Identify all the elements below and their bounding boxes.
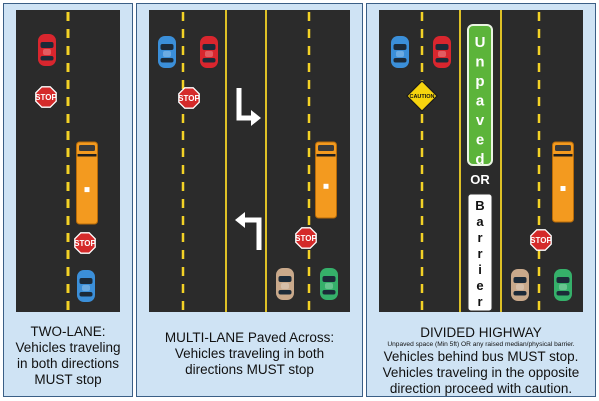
panel-multi-lane: STOP STOP MULTI-LANE Paved Across: Vehicl… xyxy=(136,3,363,397)
panel-two-lane: STOP STOP TWO-LANE: Vehicles traveling in… xyxy=(3,3,133,397)
caption-line: in both directions xyxy=(16,356,120,371)
barrier-letter: B xyxy=(475,198,484,213)
turn-arrow-down-right-icon xyxy=(236,88,261,126)
median-letter: a xyxy=(476,93,485,110)
caption-line: Vehicles traveling xyxy=(15,340,121,355)
median-letter: n xyxy=(475,54,484,71)
car-icon xyxy=(391,36,409,68)
barrier-letter: r xyxy=(477,294,482,309)
physical-barrier xyxy=(467,193,493,312)
school-bus-icon xyxy=(552,141,574,223)
car-icon xyxy=(77,270,95,302)
stop-sign-text: STOP xyxy=(530,236,552,245)
turn-arrow-up-left-icon xyxy=(235,212,262,250)
car-icon xyxy=(433,36,451,68)
car-icon xyxy=(200,36,218,68)
barrier-letter: r xyxy=(477,230,482,245)
unpaved-median xyxy=(467,24,493,166)
caution-sign-icon: CAUTION xyxy=(406,80,438,112)
caption-note: Unpaved space (Min 5ft) OR any raised me… xyxy=(387,341,575,348)
stop-sign-text: STOP xyxy=(35,93,57,102)
school-bus-icon xyxy=(315,141,337,219)
car-icon xyxy=(320,268,338,300)
stop-sign-icon: STOP xyxy=(178,87,200,109)
or-label: OR xyxy=(470,172,490,187)
barrier-letter: e xyxy=(476,278,483,293)
car-icon xyxy=(511,269,529,301)
road-surface xyxy=(16,10,120,312)
stop-sign-text: STOP xyxy=(295,234,317,243)
stop-sign-text: STOP xyxy=(178,94,200,103)
car-icon xyxy=(554,269,572,301)
median-letter: v xyxy=(476,112,485,129)
caption-line: TWO-LANE: xyxy=(30,324,106,339)
median-letter: d xyxy=(475,151,484,168)
caption-line: MUST stop xyxy=(34,372,102,387)
stop-sign-text: STOP xyxy=(74,239,96,248)
median-letter: e xyxy=(476,132,484,149)
stop-sign-icon: STOP xyxy=(530,229,552,251)
barrier-letter: i xyxy=(478,262,482,277)
divided-highway-caption: DIVIDED HIGHWAY Unpaved space (Min 5ft) … xyxy=(367,325,595,397)
car-icon xyxy=(158,36,176,68)
barrier-letter: a xyxy=(476,214,484,229)
caption-line: MULTI-LANE Paved Across: xyxy=(164,330,335,345)
multi-lane-road-illustration: STOP STOP xyxy=(149,10,350,312)
caption-line: Vehicles behind bus MUST stop. xyxy=(383,349,579,364)
two-lane-caption: TWO-LANE: Vehicles traveling in both dir… xyxy=(4,324,132,388)
school-bus-icon xyxy=(76,141,98,225)
barrier-letter: r xyxy=(477,246,482,261)
caption-line: directions MUST stop xyxy=(185,362,314,377)
stop-sign-icon: STOP xyxy=(295,227,317,249)
caption-line: Vehicles traveling in both xyxy=(174,346,325,361)
caption-line: Vehicles traveling in the opposite xyxy=(382,365,580,380)
caption-line: direction proceed with caution. xyxy=(389,381,573,396)
multi-lane-caption: MULTI-LANE Paved Across: Vehicles travel… xyxy=(137,330,362,378)
stop-sign-icon: STOP xyxy=(74,232,96,254)
caution-sign-text: CAUTION xyxy=(409,94,434,100)
stop-sign-icon: STOP xyxy=(35,86,57,108)
car-icon xyxy=(276,268,294,300)
car-icon xyxy=(38,34,56,66)
median-letter: U xyxy=(475,34,486,51)
median-letter: p xyxy=(475,73,484,90)
caption-title: DIVIDED HIGHWAY xyxy=(420,325,542,340)
two-lane-road-illustration: STOP STOP xyxy=(16,10,120,312)
